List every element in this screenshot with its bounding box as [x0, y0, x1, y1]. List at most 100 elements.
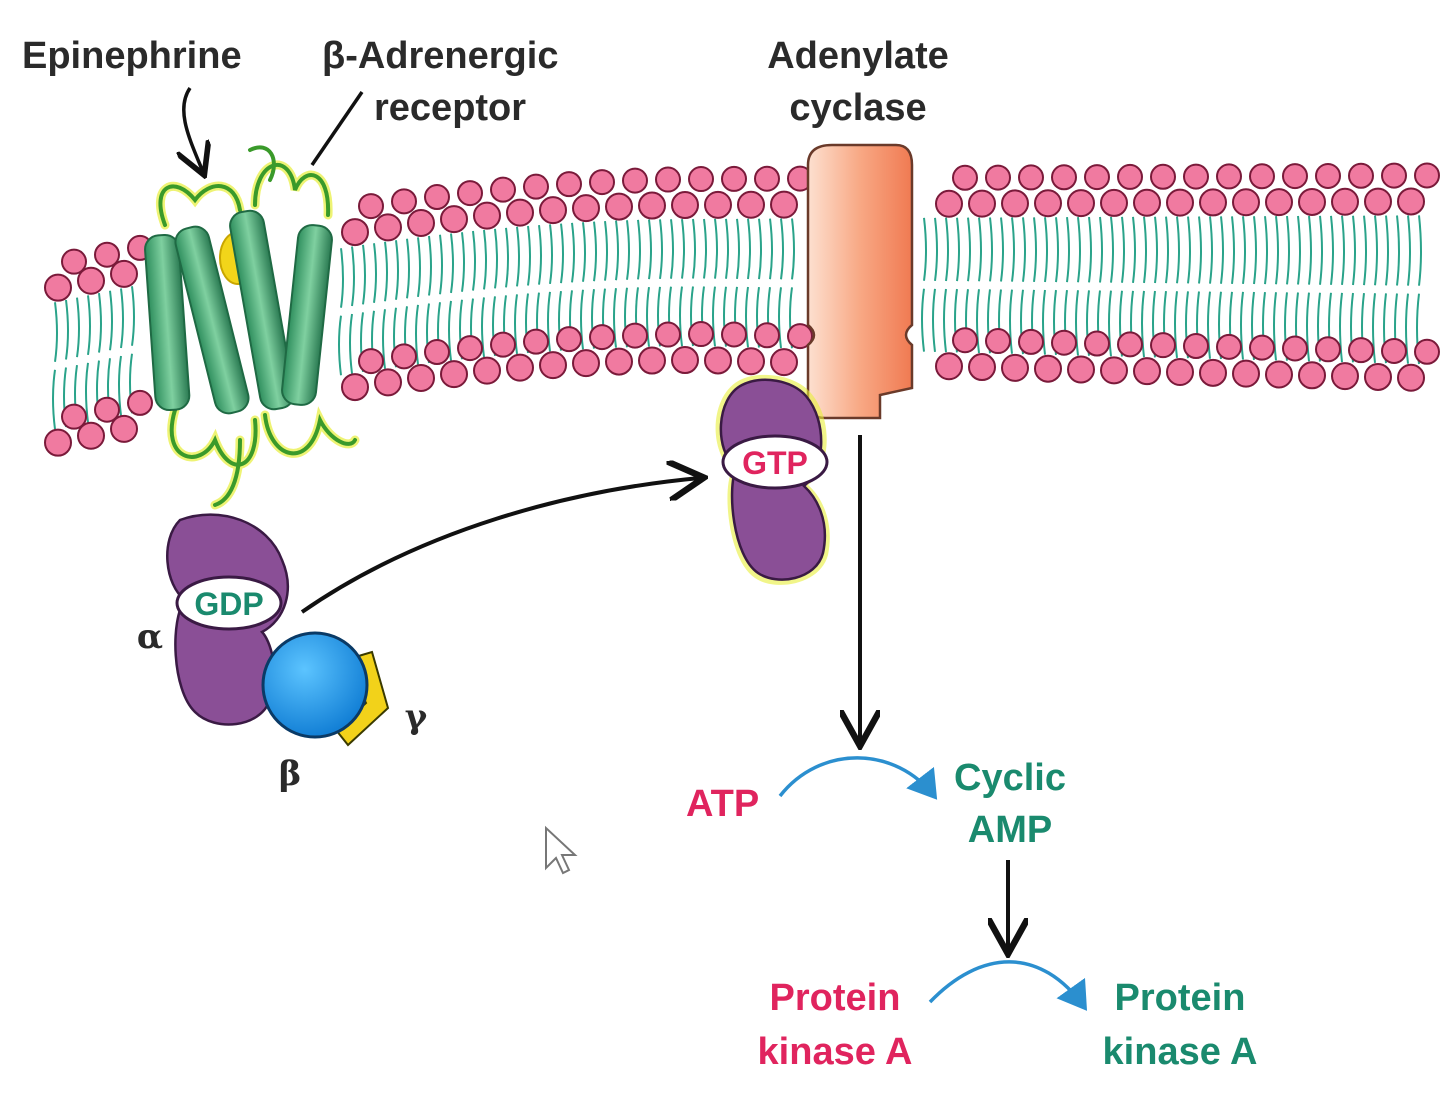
lipid-head — [556, 326, 582, 353]
lipid-tail — [349, 246, 355, 374]
lipid-tail — [1042, 217, 1048, 355]
lipid-head — [1183, 163, 1209, 190]
lipid-head — [1348, 162, 1374, 189]
lipid-head — [1084, 330, 1110, 357]
lipid-tail — [1339, 215, 1345, 363]
lipid-tail — [1207, 216, 1213, 359]
lipid-tail — [745, 218, 751, 348]
lipid-tail — [52, 302, 58, 430]
lipid-head — [110, 259, 138, 288]
lipid-head — [754, 322, 780, 349]
outer-lipid-heads — [44, 162, 1440, 302]
lipid-tail — [613, 220, 619, 348]
cyclase-label-line1: Adenylate — [767, 35, 949, 77]
lipid-head — [1100, 356, 1128, 385]
lipid-tail — [1372, 215, 1378, 363]
lipid-head — [490, 331, 516, 358]
lipid-head — [374, 213, 402, 242]
lipid-head — [688, 166, 714, 193]
lipid-tail — [85, 295, 91, 423]
gamma-label: γ — [405, 697, 428, 737]
g-alpha-gtp-subunit: GTP — [715, 374, 830, 585]
pka-activation-arrow — [928, 960, 1088, 1011]
lipid-head — [94, 396, 120, 423]
lipid-head — [473, 356, 501, 385]
lipid-head — [721, 321, 747, 348]
lipid-tail — [1108, 216, 1114, 357]
lipid-head — [341, 373, 369, 402]
lipid-head — [374, 368, 402, 397]
lipid-head — [1150, 332, 1176, 359]
lipid-head — [770, 190, 798, 219]
lipid-head — [110, 414, 138, 443]
lipid-head — [1298, 361, 1326, 390]
lipid-head — [655, 321, 681, 348]
adenylate-cyclase-protein — [806, 143, 914, 420]
lipid-head — [1381, 162, 1407, 189]
lipid-head — [1232, 188, 1260, 217]
lipid-head — [721, 165, 747, 192]
pathway-arrows — [184, 87, 1088, 1011]
lipid-head — [1133, 188, 1161, 217]
lipid-head — [1282, 163, 1308, 190]
lipid-tail — [943, 217, 949, 353]
pka-active-label-line1: Protein — [1114, 977, 1246, 1019]
lipid-head — [589, 324, 615, 351]
lipid-head — [539, 351, 567, 380]
epinephrine-label: Epinephrine — [22, 35, 242, 77]
lipid-head — [1414, 162, 1440, 189]
lipid-head — [622, 322, 648, 349]
lipid-head — [61, 403, 87, 430]
gdp-label: GDP — [194, 586, 263, 622]
lipid-tail — [1141, 216, 1147, 358]
lipid-head — [1216, 333, 1242, 360]
lipid-head — [77, 421, 105, 450]
lipid-head — [1100, 188, 1128, 217]
lipid-head — [638, 191, 666, 220]
lipid-head — [952, 164, 978, 191]
lipid-head — [1183, 333, 1209, 359]
lipid-head — [1001, 189, 1029, 218]
lipid-head — [457, 180, 483, 207]
lipid-head — [523, 328, 549, 355]
lipid-head — [1397, 363, 1425, 392]
lipid-tail — [1174, 216, 1180, 359]
pka-inactive-label-line2: kinase A — [757, 1031, 913, 1073]
lipid-head — [1265, 360, 1293, 389]
lipid-head — [407, 209, 435, 238]
lipid-head — [358, 193, 384, 220]
lipid-head — [737, 190, 765, 219]
lipid-head — [1331, 187, 1359, 216]
lipid-head — [539, 196, 567, 225]
lipid-head — [1249, 163, 1275, 190]
lipid-head — [424, 184, 450, 211]
activation-arrow — [300, 478, 700, 614]
epinephrine-pointer-arrow — [184, 87, 203, 172]
lipid-tail — [448, 233, 454, 361]
camp-label-line1: Cyclic — [954, 757, 1066, 799]
lipid-tail — [712, 218, 718, 347]
lipid-head — [1067, 355, 1095, 384]
lipid-head — [638, 346, 666, 375]
lipid-head — [556, 171, 582, 198]
lipid-head — [704, 190, 732, 219]
lipid-tail — [580, 222, 586, 350]
lipid-head — [490, 176, 516, 203]
lipid-head — [985, 328, 1011, 355]
lipid-head — [605, 192, 633, 221]
lipid-head — [622, 167, 648, 194]
lipid-tail — [1273, 216, 1279, 361]
lipid-head — [671, 346, 699, 375]
lipid-tail — [1009, 217, 1015, 354]
lipid-head — [44, 273, 72, 302]
lipid-head — [358, 348, 384, 375]
lipid-head — [605, 347, 633, 376]
lipid-head — [1034, 354, 1062, 383]
beta-adrenergic-receptor — [144, 145, 360, 510]
lipid-head — [391, 188, 417, 215]
lipid-tail — [547, 224, 553, 352]
lipid-head — [1414, 338, 1440, 365]
lipid-head — [1265, 188, 1293, 217]
